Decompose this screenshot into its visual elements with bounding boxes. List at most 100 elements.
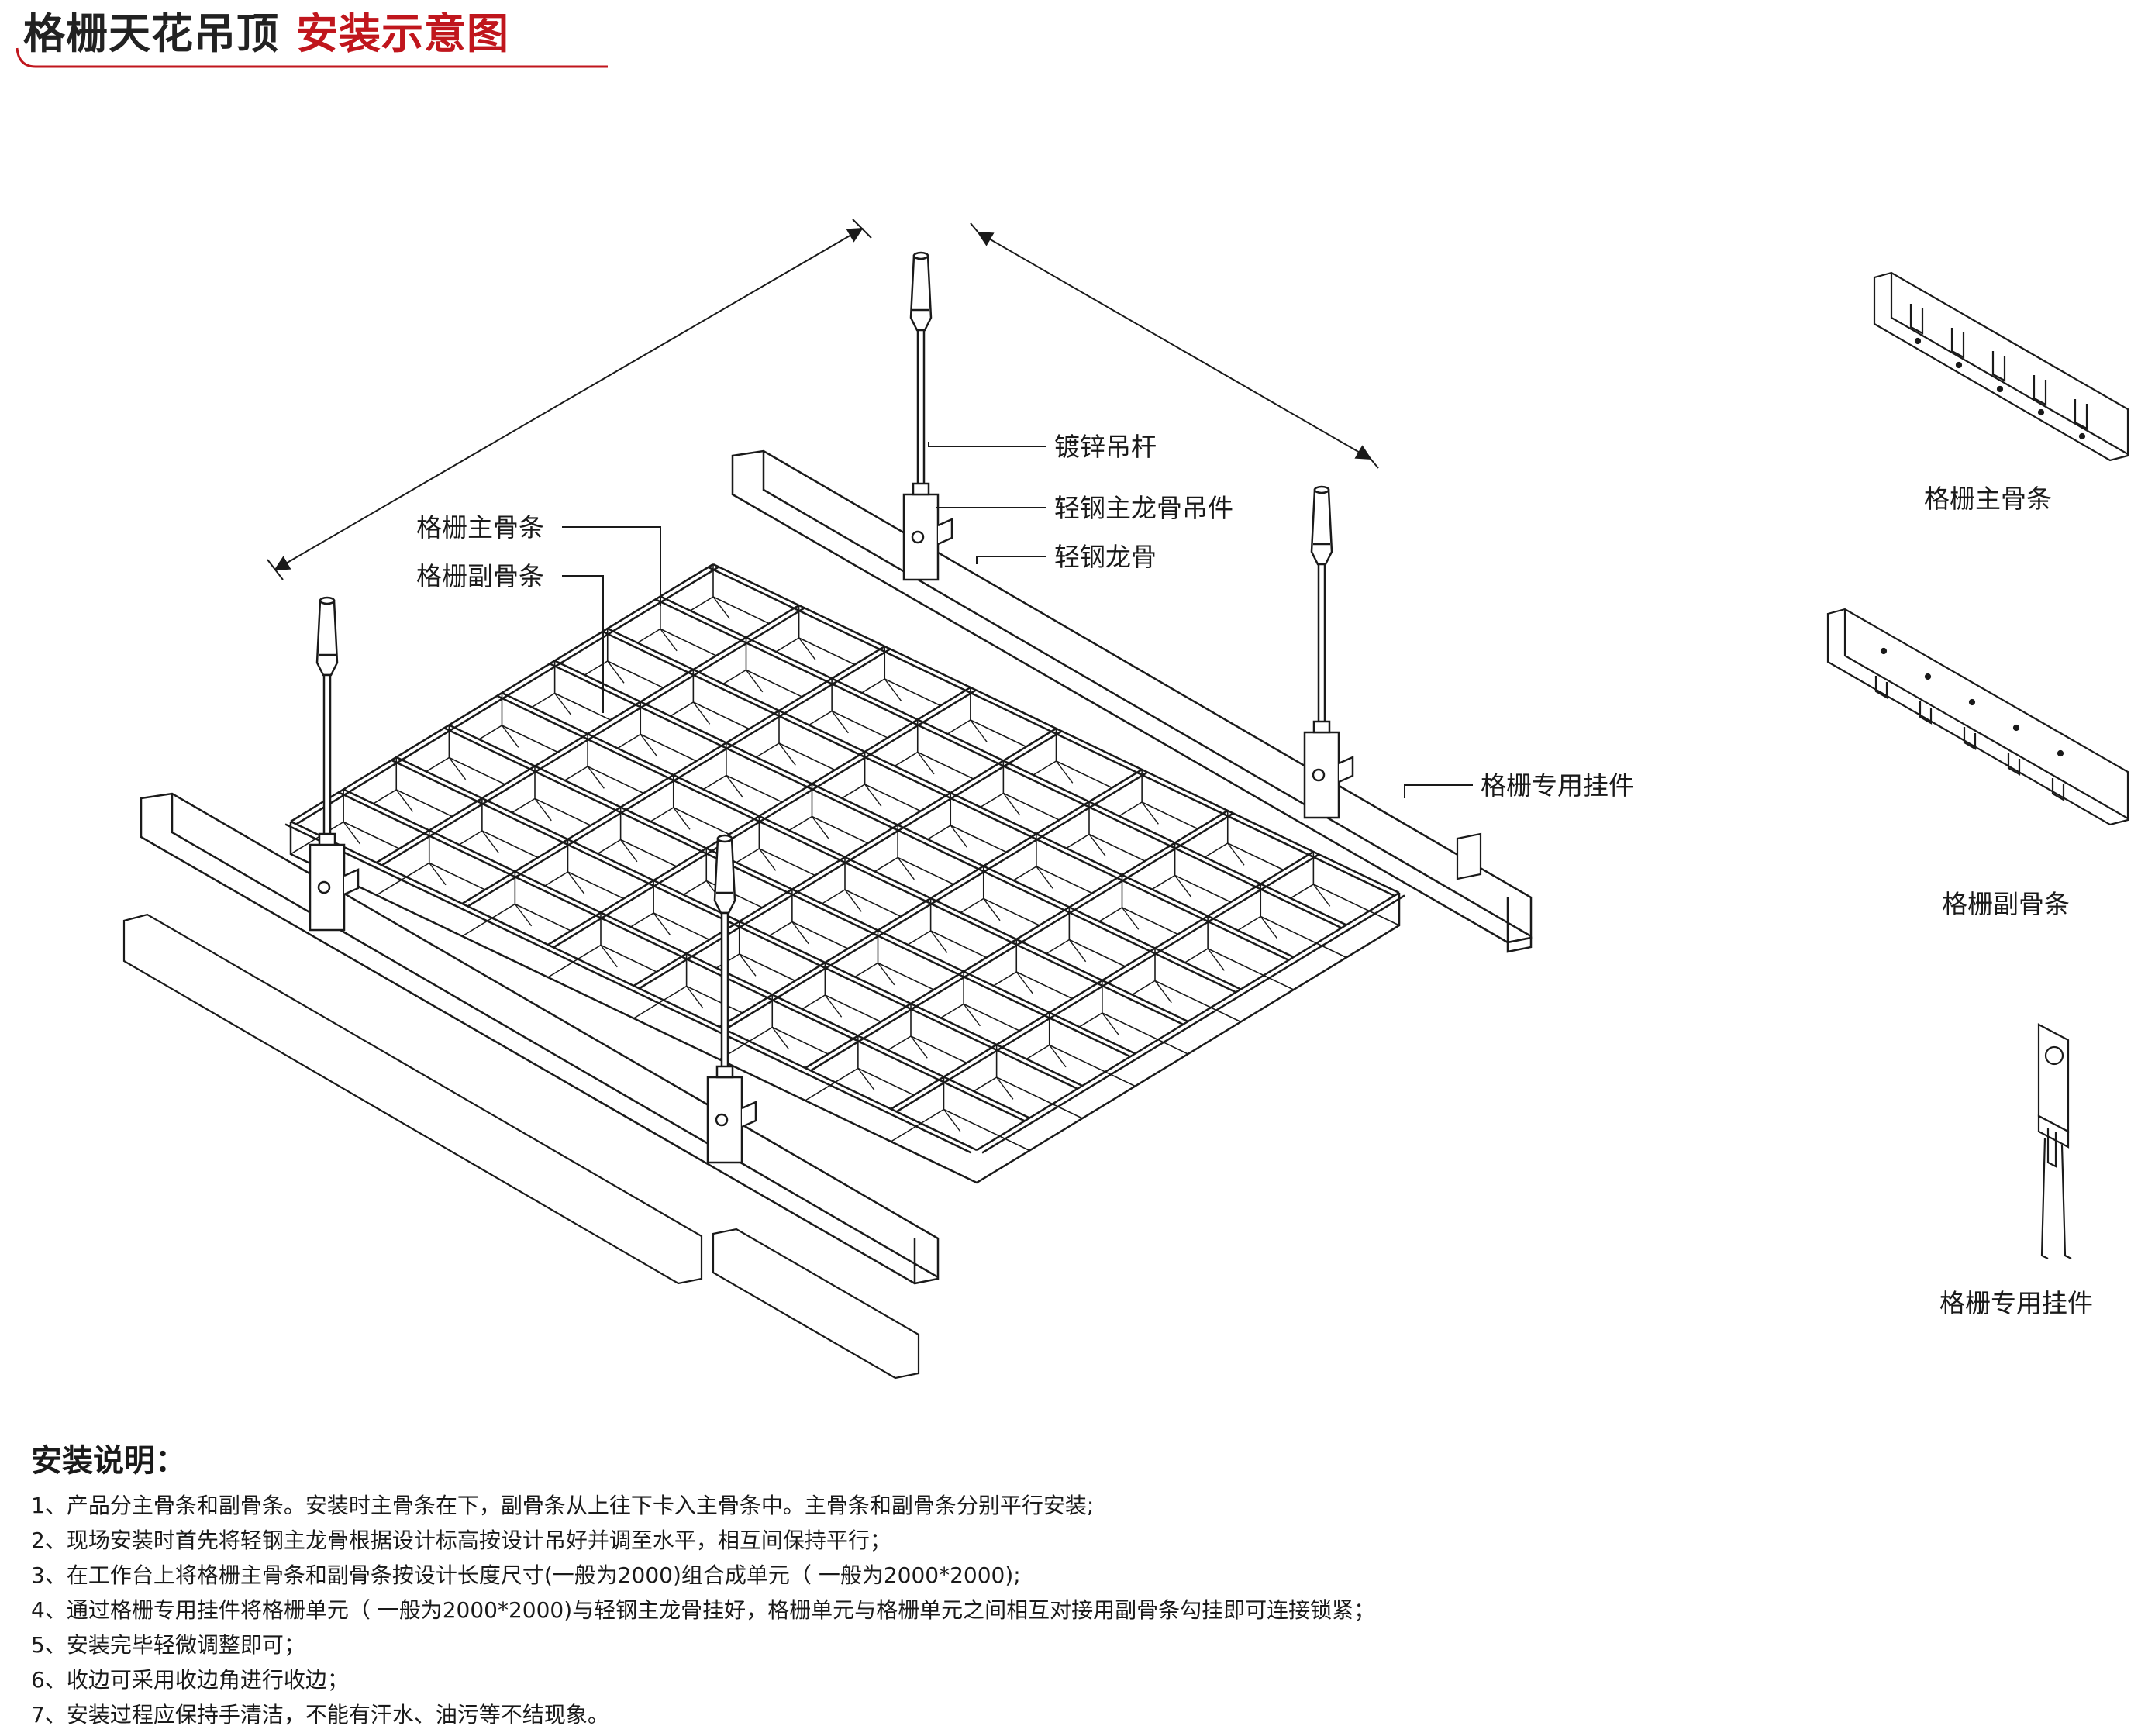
sub-rib [607, 627, 1295, 959]
grid-cell [911, 971, 1050, 1045]
grid-cell [930, 866, 1070, 939]
grid-cell [607, 596, 746, 670]
grid-cell [502, 660, 641, 734]
label-main-rib: 格栅主骨条 [416, 512, 544, 542]
grid-cell [1003, 728, 1143, 802]
grid-cell-diagonal [1088, 834, 1106, 857]
grid-cell [633, 953, 773, 1027]
grid-cell-diagonal [653, 912, 671, 935]
grid-cell [857, 1004, 997, 1077]
grid-cell [515, 839, 654, 913]
grid-cell-diagonal [1154, 980, 1172, 1004]
sub-rib-edge [707, 566, 1395, 897]
grid-cell-diagonal [1141, 801, 1159, 825]
grid-cell-diagonal [884, 678, 902, 701]
sub-rib [448, 724, 1136, 1055]
label-hook: 格栅专用挂件 [1481, 770, 1634, 801]
part-hook-drawing [2037, 1023, 2072, 1259]
grid-cell [396, 725, 535, 798]
grid-cell [481, 766, 621, 839]
grid-cell [601, 880, 740, 954]
grid-cell [1016, 907, 1155, 980]
anchor-bolt [315, 599, 339, 677]
grid-cell-diagonal [791, 921, 809, 945]
sub-rib [712, 563, 1400, 894]
part-label-hook: 格栅专用挂件 [1939, 1288, 2093, 1318]
grid-cell-diagonal [554, 693, 572, 716]
grid-cell-diagonal [567, 871, 585, 894]
grid-cell [1260, 852, 1399, 925]
instructions-item: 7、安装过程应保持手清洁，不能有汗水、油污等不结现象。 [31, 1702, 609, 1727]
grid-cell [950, 760, 1089, 834]
grid-cell-diagonal [481, 830, 499, 853]
panel-rim [289, 822, 1401, 1184]
grid-cell-diagonal [429, 863, 447, 886]
sub-rib [343, 788, 1030, 1119]
instructions-item: 1、产品分主骨条和副骨条。安装时主骨条在下，副骨条从上往下卡入主骨条中。主骨条和… [31, 1493, 1095, 1518]
grid-cell [739, 889, 878, 963]
grid-cell-diagonal [1174, 875, 1192, 898]
part-label-sub-rib: 格栅副骨条 [1942, 889, 2070, 919]
grid-panel [284, 563, 1405, 1184]
grid-cell-diagonal [343, 822, 360, 845]
grid-cell-diagonal [726, 775, 743, 798]
grid-cell-diagonal [983, 898, 1001, 921]
grid-cell-diagonal [1102, 1012, 1119, 1035]
instructions-heading: 安装说明： [31, 1443, 186, 1479]
grid-cell [832, 646, 971, 720]
grid-cell-diagonal [910, 1035, 928, 1059]
grid-cell [1089, 770, 1228, 843]
grid-cell [772, 963, 911, 1036]
sub-rib-edge [443, 726, 1130, 1058]
grid-cell-diagonal [1002, 793, 1021, 816]
grid-cell-diagonal [1068, 939, 1087, 963]
anchor-bolt [713, 837, 736, 914]
grid-cell [759, 784, 898, 857]
grid-cell [376, 830, 515, 904]
grid-cell [898, 793, 1036, 866]
grid-cell-diagonal [640, 734, 658, 757]
grid-cell [812, 752, 951, 825]
grid-cell [1102, 948, 1241, 1021]
grid-cell [996, 1012, 1136, 1086]
grid-cell [673, 742, 812, 816]
label-light-keel: 轻钢龙骨 [1054, 542, 1157, 572]
instructions-item: 6、收边可采用收边角进行收边； [31, 1667, 349, 1693]
grid-cell-diagonal [824, 994, 843, 1018]
title-accent: 安装示意图 [296, 9, 509, 58]
grid-cell-diagonal [448, 757, 467, 780]
grid-cell-diagonal [758, 848, 777, 871]
grid-cell [1155, 916, 1294, 990]
grid-cell [554, 629, 694, 702]
label-main-hanger: 轻钢主龙骨吊件 [1054, 493, 1233, 523]
part-label-main-rib: 格栅主骨条 [1924, 484, 2052, 514]
grid-cell [567, 807, 707, 880]
grid-cell [845, 825, 984, 898]
title-main: 格栅天花吊顶 [23, 9, 279, 58]
label-sub-rib: 格栅副骨条 [416, 561, 544, 591]
grid-cell [535, 734, 674, 808]
threaded-rod [322, 673, 332, 846]
grid-cell-diagonal [712, 596, 730, 619]
grid-cell [1049, 980, 1188, 1054]
grid-cell [462, 871, 601, 945]
grid-cell-diagonal [811, 816, 829, 839]
grid-cell-diagonal [778, 742, 796, 766]
hanger-rod-assembly [1303, 485, 1354, 819]
grid-cell-diagonal [917, 752, 935, 775]
grid-cell-diagonal [692, 701, 711, 725]
grid-cell [726, 711, 865, 784]
sub-rib-edge [337, 790, 1025, 1122]
grid-cell-diagonal [620, 839, 638, 863]
grid-cell [943, 1045, 1083, 1118]
grid-cell-diagonal [1312, 884, 1331, 907]
grid-cell-diagonal [1121, 907, 1140, 930]
sub-rib [290, 820, 978, 1152]
instructions-item: 3、在工作台上将格栅主骨条和副骨条按设计长度尺寸(一般为2000)组合成单元（ … [31, 1562, 1021, 1588]
page-title: 格栅天花吊顶 安装示意图 [23, 6, 509, 60]
part-main-rib-drawing [1873, 271, 2129, 462]
grid-cell-diagonal [739, 953, 757, 976]
hanger-rod-assembly [309, 596, 360, 932]
grid-cell [805, 1035, 944, 1109]
grid-cell-diagonal [864, 784, 882, 807]
